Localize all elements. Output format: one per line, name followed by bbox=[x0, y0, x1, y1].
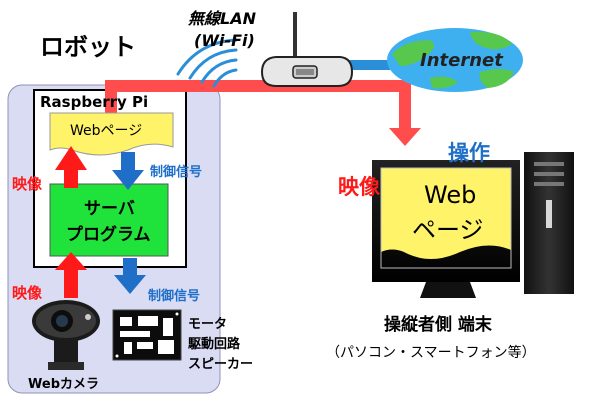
wifi-waves-icon bbox=[176, 38, 238, 88]
router-internet-link bbox=[345, 60, 390, 70]
wifi-router-icon bbox=[260, 12, 354, 87]
web-page-screen-label-1: Web bbox=[424, 181, 476, 209]
webcam-icon bbox=[32, 300, 100, 370]
terminal-note-label: （パソコン・スマートフォン等） bbox=[326, 344, 536, 361]
webcam-label: Webカメラ bbox=[28, 377, 99, 392]
motor-label: モータ bbox=[188, 317, 227, 332]
raspberry-pi-label: Raspberry Pi bbox=[40, 93, 148, 111]
video-label-right: 映像 bbox=[338, 175, 381, 199]
server-program-label-1: サーバ bbox=[84, 199, 135, 219]
globe-icon bbox=[387, 28, 523, 92]
web-page-doc bbox=[49, 112, 174, 156]
wireless-lan-label: 無線LAN bbox=[187, 9, 257, 28]
video-label-upper: 映像 bbox=[12, 175, 43, 193]
server-program-label-2: プログラム bbox=[66, 224, 151, 245]
operation-label: 操作 bbox=[448, 141, 490, 165]
video-arrow-lower bbox=[55, 252, 87, 298]
wifi-label: (Wi-Fi) bbox=[194, 31, 255, 50]
server-program-box bbox=[49, 183, 169, 257]
control-signal-label-lower: 制御信号 bbox=[148, 288, 200, 304]
speaker-label: スピーカー bbox=[188, 357, 253, 372]
video-label-lower: 映像 bbox=[12, 284, 43, 302]
video-arrow-upper bbox=[55, 146, 87, 188]
robot-label: ロボット bbox=[40, 33, 136, 61]
web-page-screen-label-2: ページ bbox=[412, 216, 484, 244]
web-page-small-label: Webページ bbox=[70, 123, 142, 139]
control-signal-label-upper: 制御信号 bbox=[150, 164, 202, 180]
motor-driver-label: 駆動回路 bbox=[188, 336, 241, 352]
control-arrow-upper bbox=[112, 152, 144, 190]
internet-label: Internet bbox=[420, 50, 504, 71]
control-arrow-lower bbox=[114, 258, 146, 294]
desktop-pc-icon bbox=[372, 152, 574, 298]
terminal-label: 操縦者側 端末 bbox=[384, 314, 493, 335]
circuit-board-icon bbox=[112, 309, 182, 361]
